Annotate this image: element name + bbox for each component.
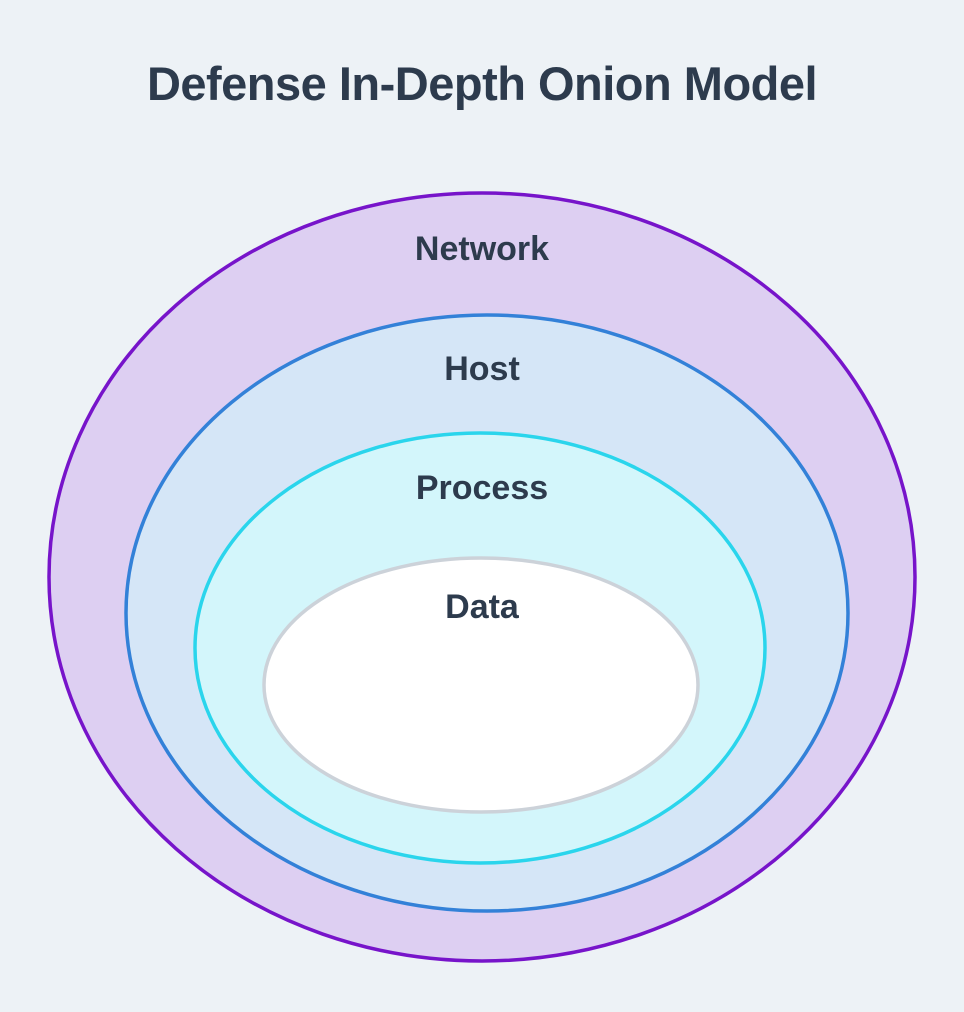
layer-label-process: Process — [416, 469, 548, 507]
layer-ellipse-data — [262, 556, 700, 814]
layer-label-data: Data — [445, 588, 520, 626]
layer-label-host: Host — [444, 350, 520, 388]
layer-label-network: Network — [415, 230, 549, 268]
page-title: Defense In-Depth Onion Model — [146, 57, 818, 110]
